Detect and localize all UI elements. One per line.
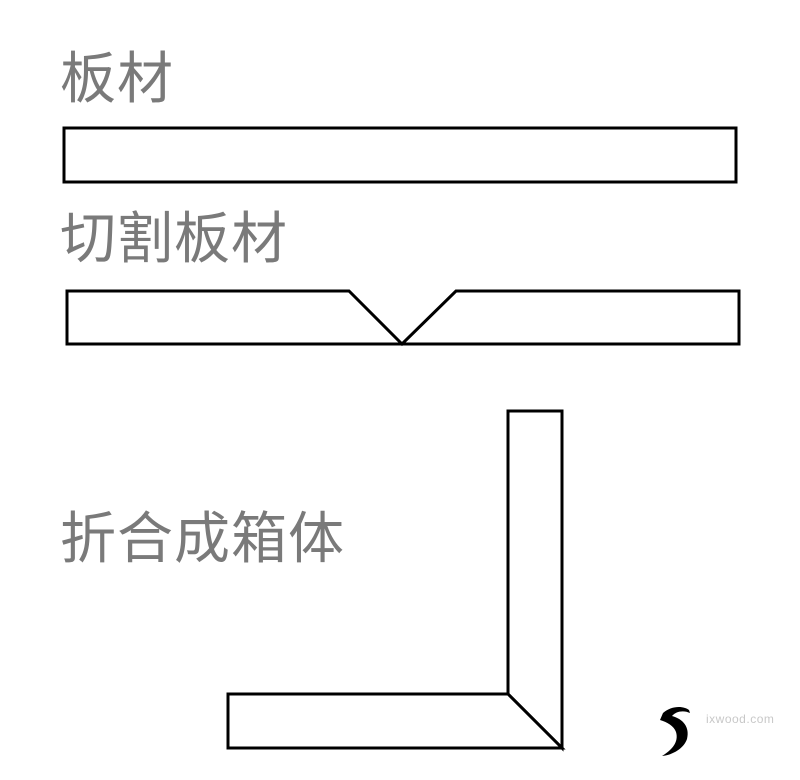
label-cut-sheet: 切割板材 <box>60 207 288 272</box>
watermark-site-text: ixwood.com <box>706 712 775 726</box>
label-fold-box: 折合成箱体 <box>60 507 345 572</box>
folded-board-vertical <box>506 409 564 752</box>
folded-board-horizontal <box>226 692 566 750</box>
flat-board <box>62 126 738 184</box>
s-logo-icon <box>660 706 690 756</box>
label-sheet: 板材 <box>60 47 174 112</box>
v-grooved-board <box>65 289 741 347</box>
